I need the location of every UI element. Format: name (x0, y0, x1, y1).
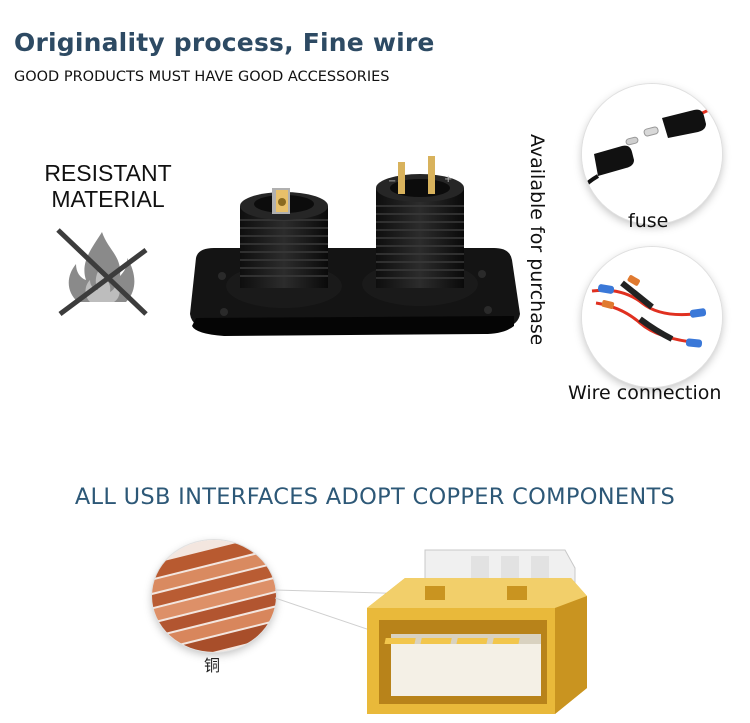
usb-connector-image (274, 538, 595, 723)
fuse-label: fuse (628, 210, 669, 232)
no-fire-icon (52, 220, 152, 325)
copper-sheets-image (152, 540, 276, 652)
available-for-purchase-text: Available for purchase (519, 132, 555, 345)
socket-panel-image: − + (184, 148, 524, 353)
svg-text:+: + (444, 174, 452, 185)
resistant-line-1: RESISTANT (44, 160, 172, 186)
svg-text:−: − (388, 176, 396, 187)
page-title: Originality process, Fine wire (14, 28, 435, 57)
page-subtitle: GOOD PRODUCTS MUST HAVE GOOD ACCESSORIES (14, 69, 390, 85)
available-for-purchase-label: Available for purchase (526, 134, 548, 344)
fuse-image (582, 84, 722, 224)
wire-connection-label: Wire connection (568, 382, 722, 404)
usb-copper-heading: ALL USB INTERFACES ADOPT COPPER COMPONEN… (74, 484, 676, 510)
resistant-material-label: RESISTANT MATERIAL (38, 160, 178, 212)
resistant-line-2: MATERIAL (51, 186, 165, 212)
wire-connection-image (582, 247, 722, 387)
copper-label: 铜 (204, 656, 221, 675)
